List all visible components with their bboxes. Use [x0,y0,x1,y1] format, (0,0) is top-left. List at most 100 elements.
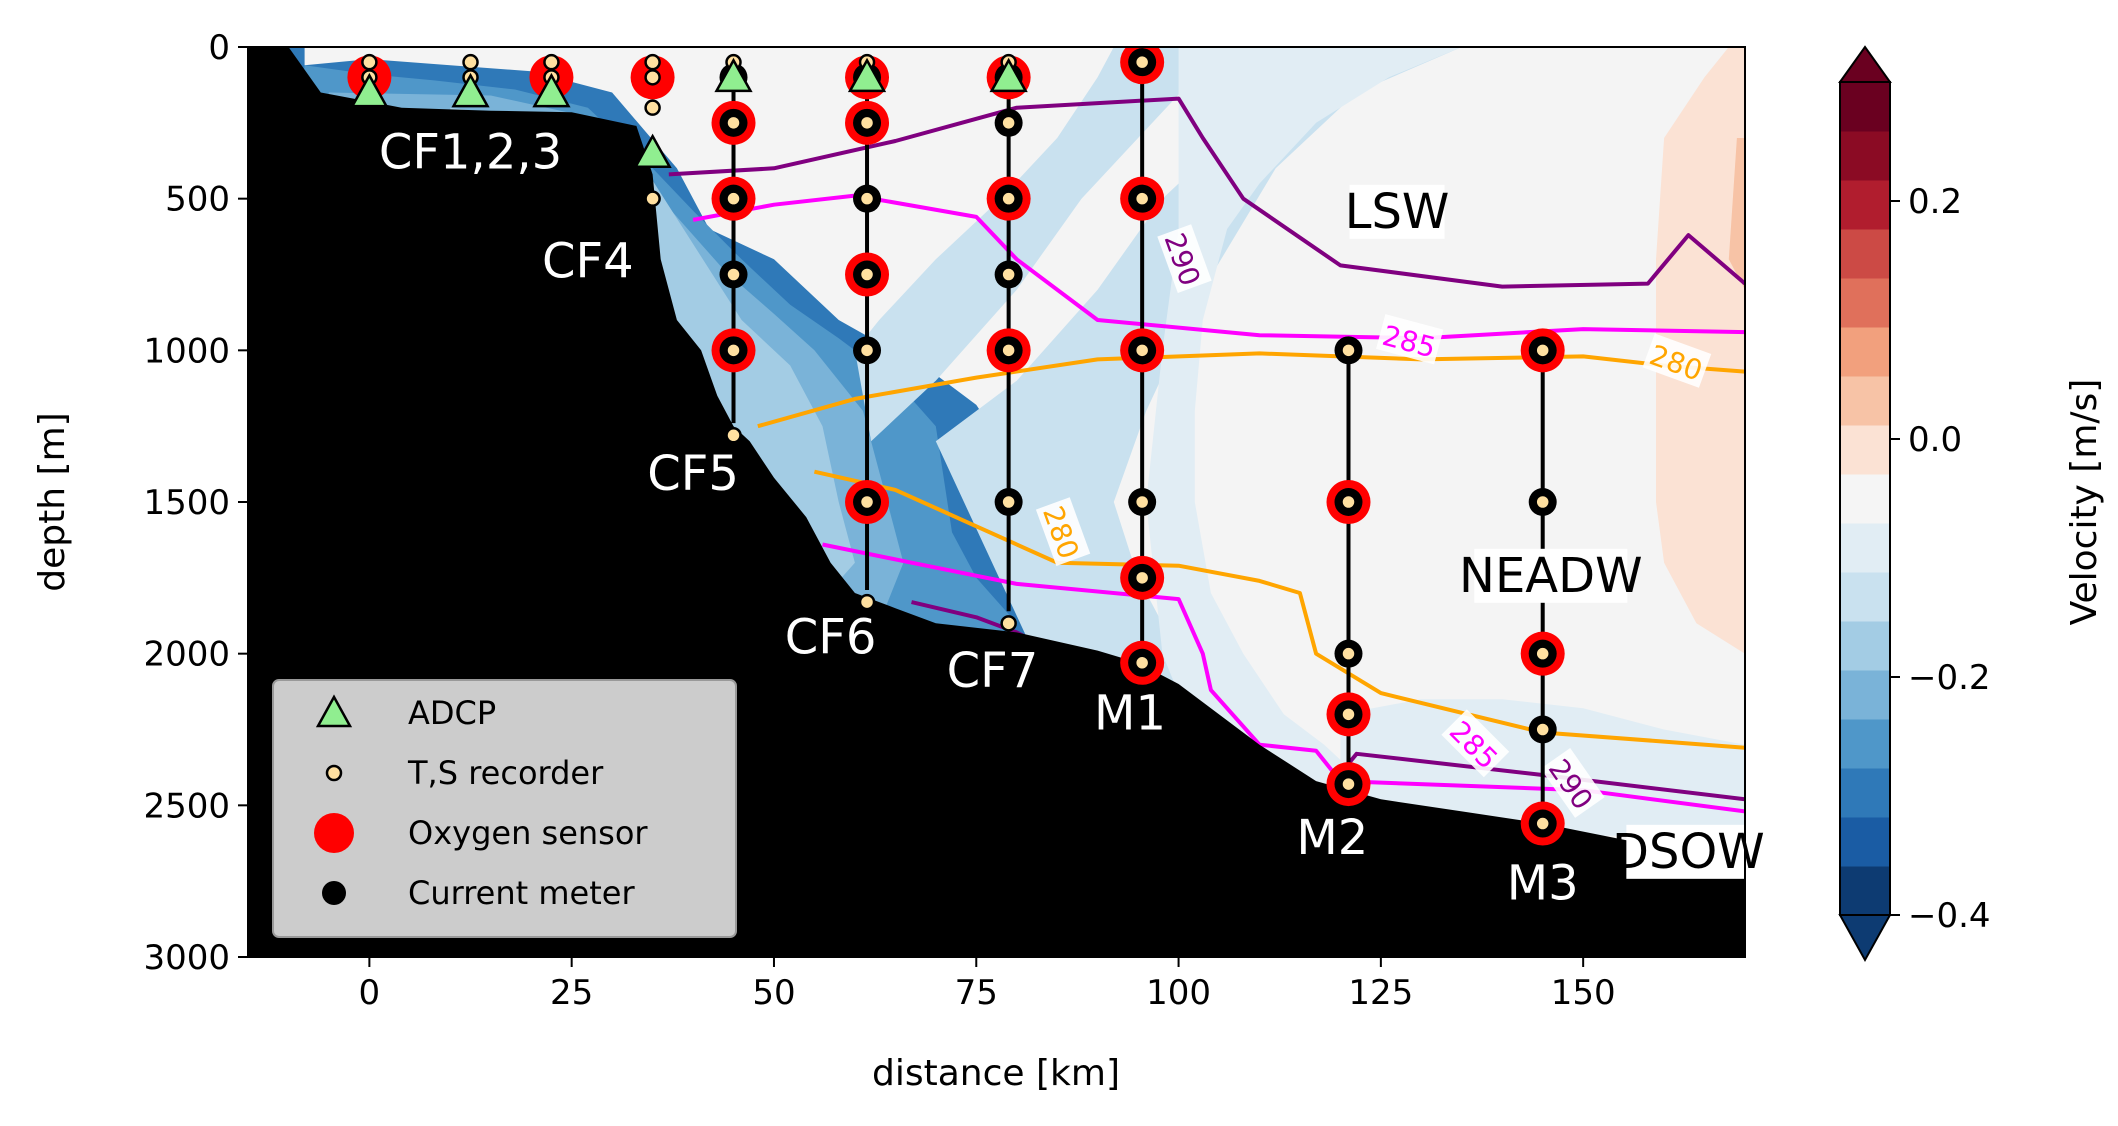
ts-recorder-marker [858,266,876,283]
contour-label-285: 285 [1441,709,1510,778]
ts-recorder-marker [462,53,479,71]
ts-recorder-marker [1534,721,1551,738]
ts-recorder-marker [858,190,876,207]
ts-recorder-marker [725,342,742,359]
ts-recorder-marker [858,493,876,511]
ts-recorder-marker [1534,815,1551,832]
colorbar-swatch [1840,131,1890,181]
velocity-band-9 [1728,138,1745,290]
x-tick-label: 75 [955,973,998,1013]
legend-label: Oxygen sensor [408,814,648,852]
y-tick-label: 1000 [143,331,230,371]
ts-recorder-marker [1000,615,1017,632]
x-tick-label: 50 [752,973,795,1013]
isopycnal-contour-280 [757,351,1745,429]
isopycnal-contour-285 [692,193,1745,341]
colorbar-extend-min [1838,914,1892,963]
legend-marker-adcp [315,694,353,728]
isopycnal-contour-280 [813,469,1745,750]
ts-recorder-marker [1340,493,1357,511]
ts-recorder-marker [1133,342,1151,359]
legend-label: ADCP [408,694,496,732]
ts-recorder-marker [1000,114,1017,132]
colorbar-tick-label: −0.2 [1908,658,1991,698]
ts-recorder-marker [644,99,661,116]
mooring-layer [347,47,1565,846]
colorbar-swatch [1840,180,1890,230]
colorbar-swatch [1840,278,1890,328]
colorbar-swatch [1840,376,1890,426]
water-mass-text: DSOW [1612,824,1765,880]
water-mass-background [1626,824,1751,879]
ts-recorder-marker [725,190,742,207]
colorbar: 0.20.0−0.2−0.4 [1838,45,1991,963]
ts-recorder-marker [725,114,742,132]
y-tick-label: 2000 [143,635,230,675]
water-mass-text: LSW [1345,184,1450,240]
water-mass-label-neadw: NEADW [1459,548,1643,604]
colorbar-swatch [1840,572,1890,622]
ts-recorder-marker [1000,266,1017,283]
y-tick-label: 3000 [143,938,230,978]
legend-marker-oxygen-sensor [314,813,354,853]
legend-box [272,679,737,938]
ts-recorder-marker [1534,342,1551,359]
colorbar-swatch [1840,327,1890,377]
ts-recorder-marker [644,190,661,207]
ts-recorder-marker [858,593,876,611]
x-tick-label: 125 [1348,973,1413,1013]
legend-label: T,S recorder [407,754,604,792]
ts-recorder-marker [361,53,378,71]
ts-recorder-marker [858,114,876,132]
y-tick-label: 1500 [143,483,230,523]
colorbar-swatch [1840,523,1890,573]
ts-recorder-marker [1133,190,1151,207]
y-tick-label: 2500 [143,786,230,826]
ts-recorder-marker [725,266,742,283]
colorbar-swatch [1840,474,1890,524]
contour-label-background [1035,497,1091,566]
ts-recorder-marker [1133,493,1151,511]
colorbar-swatch [1840,670,1890,720]
contour-label-background [1642,333,1712,388]
mooring-label-cf6: CF6 [785,610,877,666]
ts-recorder-marker [644,69,661,86]
water-mass-label-dsow: DSOW [1612,824,1765,880]
colorbar-swatch [1840,621,1890,671]
mooring-label-cf5: CF5 [647,446,739,502]
mooring-label-cf4: CF4 [542,234,634,290]
colorbar-frame [1839,81,1891,916]
isopycnal-contour-285 [822,542,1745,814]
water-mass-label-lsw: LSW [1345,184,1450,240]
colorbar-swatch [1840,229,1890,279]
legend-marker-ts-recorder [325,764,343,782]
x-tick-label: 25 [550,973,593,1013]
mooring-label-m3: M3 [1507,855,1579,911]
colorbar-swatch [1840,768,1890,818]
water-mass-background [1474,548,1628,603]
y-axis-label: depth [m] [32,412,73,591]
ts-recorder-marker [1133,654,1151,672]
x-tick-label: 150 [1551,973,1616,1013]
water-mass-background [1349,184,1445,239]
colorbar-swatch [1840,817,1890,867]
velocity-band-4 [854,47,1244,442]
x-tick-label: 0 [359,973,381,1013]
adcp-marker [451,72,490,108]
ts-recorder-marker [858,342,876,359]
adcp-marker [633,133,672,169]
colorbar-swatch [1840,82,1890,132]
ts-recorder-marker [1000,190,1017,207]
colorbar-tick-label: 0.2 [1908,182,1962,222]
ts-recorder-marker [1133,569,1151,587]
ts-recorder-marker [1340,706,1357,723]
adcp-marker [350,72,389,108]
mooring-label-m1: M1 [1094,686,1166,742]
contour-label-background [1157,224,1212,293]
x-axis-label: distance [km] [872,1053,1120,1094]
ts-recorder-marker [543,53,560,71]
